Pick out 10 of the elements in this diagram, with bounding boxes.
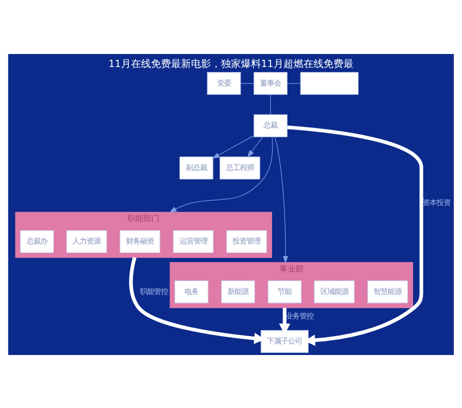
connector [287, 82, 301, 84]
node-box [300, 72, 359, 94]
arrow [287, 125, 424, 346]
connector [240, 82, 254, 84]
arrow [247, 136, 263, 157]
arrow [274, 136, 288, 263]
connector [270, 94, 271, 114]
arrow [169, 136, 273, 212]
diagram-title: 11月在线免费最新电影，独家爆料11月超燃在线免费最 [108, 58, 354, 70]
arrow [212, 134, 254, 158]
